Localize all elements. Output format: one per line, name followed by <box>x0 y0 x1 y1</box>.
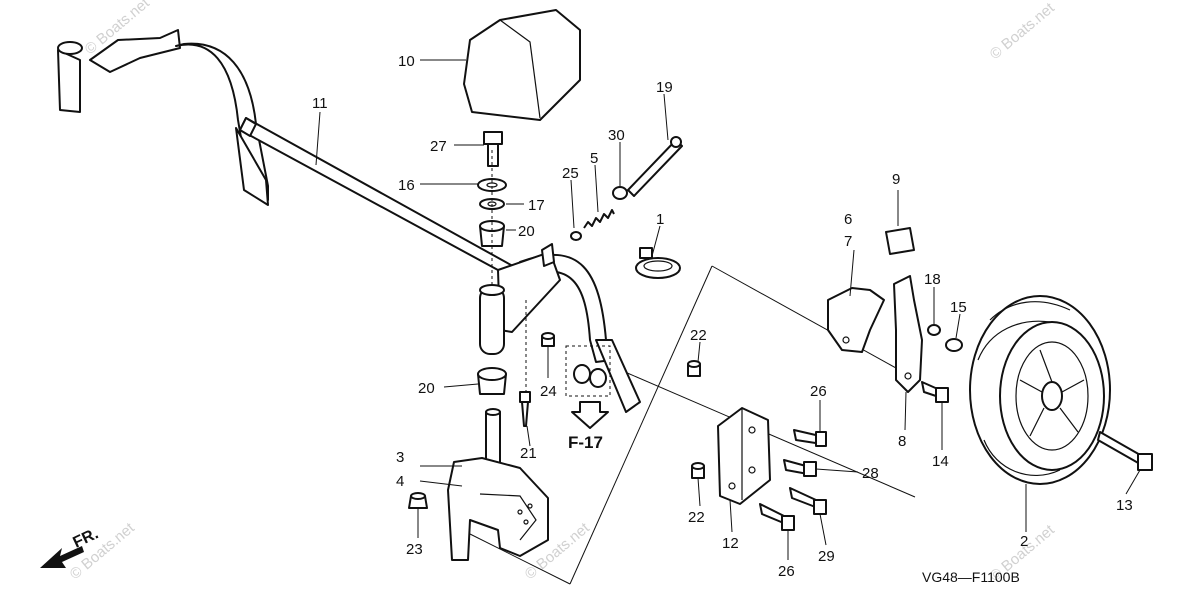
callout-26a: 26 <box>810 383 827 400</box>
callout-26b: 26 <box>778 563 795 580</box>
callout-6: 6 <box>844 211 852 228</box>
callout-2: 2 <box>1020 533 1028 550</box>
callout-24: 24 <box>540 383 557 400</box>
callout-8: 8 <box>898 433 906 450</box>
callout-20b: 20 <box>418 380 435 397</box>
cable-clamp <box>635 247 681 279</box>
callout-28: 28 <box>862 465 879 482</box>
callout-9: 9 <box>892 171 900 188</box>
callouts: 10 11 27 16 17 20 25 5 30 19 1 20 24 21 … <box>312 53 1133 580</box>
callout-12: 12 <box>722 535 739 552</box>
callout-4: 4 <box>396 473 404 490</box>
callout-5: 5 <box>590 150 598 167</box>
wheel-arm-assembly <box>827 227 963 403</box>
height-adjust-bracket <box>687 360 827 531</box>
callout-19: 19 <box>656 79 673 96</box>
callout-30: 30 <box>608 127 625 144</box>
callout-13: 13 <box>1116 497 1133 514</box>
callout-7: 7 <box>844 233 852 250</box>
reference-label: F-17 <box>568 433 603 452</box>
grip-cover <box>463 9 581 121</box>
spring-rod-assembly <box>570 136 683 241</box>
handle-frame <box>57 29 641 413</box>
watermark: © Boats.net <box>987 0 1059 63</box>
leader-lines <box>315 59 1141 560</box>
callout-18: 18 <box>924 271 941 288</box>
pivot-hardware-stack <box>477 131 507 285</box>
callout-3: 3 <box>396 449 404 466</box>
callout-10: 10 <box>398 53 415 70</box>
callout-14: 14 <box>932 453 949 470</box>
callout-27: 27 <box>430 138 447 155</box>
assembly-guide-lines <box>469 265 916 585</box>
callout-1: 1 <box>656 211 664 228</box>
callout-16: 16 <box>398 177 415 194</box>
callout-22a: 22 <box>690 327 707 344</box>
callout-17: 17 <box>528 197 545 214</box>
callout-22b: 22 <box>688 509 705 526</box>
callout-29: 29 <box>818 548 835 565</box>
rear-wheel <box>969 295 1153 485</box>
caster-fork-assembly <box>408 300 611 561</box>
callout-11: 11 <box>312 95 328 112</box>
callout-21: 21 <box>520 445 537 462</box>
reference-arrow <box>571 401 609 429</box>
callout-20a: 20 <box>518 223 535 240</box>
callout-23: 23 <box>406 541 423 558</box>
callout-25: 25 <box>562 165 579 182</box>
diagram-code: VG48—F1100B <box>922 569 1020 585</box>
callout-15: 15 <box>950 299 967 316</box>
